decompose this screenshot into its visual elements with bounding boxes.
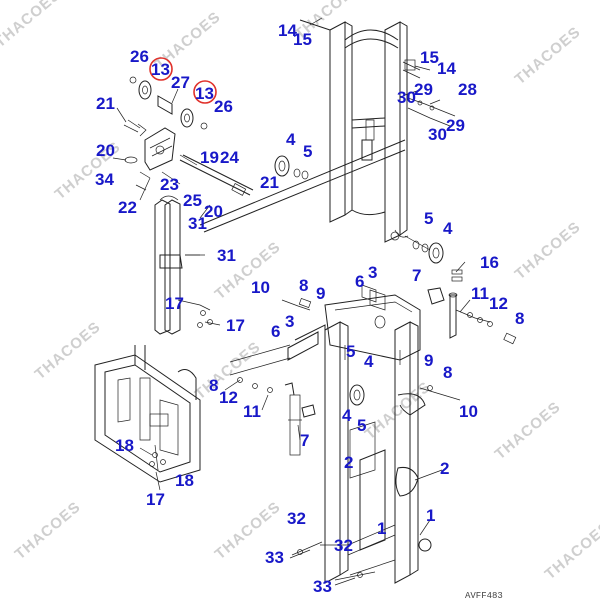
lift-cylinder xyxy=(154,195,213,335)
callout-label: 30 xyxy=(397,88,416,107)
callout-label: 21 xyxy=(96,94,115,113)
watermark: THACOES xyxy=(492,398,564,463)
chain-anchor-assembly xyxy=(123,76,254,196)
callout-label: 17 xyxy=(146,490,165,509)
callout-label: 11 xyxy=(471,284,489,303)
callout-label: 26 xyxy=(130,47,149,66)
inner-mast xyxy=(320,294,432,584)
callout-label: 27 xyxy=(171,73,190,92)
callout-label: 6 xyxy=(271,322,280,341)
callout-label: 10 xyxy=(251,278,270,297)
watermark: THACOES xyxy=(32,318,104,383)
bottom-fasteners xyxy=(291,541,376,581)
watermark: THACOES xyxy=(12,498,84,563)
fork-carriage xyxy=(94,345,201,483)
callout-label: 31 xyxy=(188,214,207,233)
highlight-circle-part-13 xyxy=(193,80,217,104)
callout-label: 29 xyxy=(446,116,465,135)
callout-label: 12 xyxy=(489,294,508,313)
callout-label: 7 xyxy=(412,266,421,285)
mast-crossbar xyxy=(199,139,444,264)
callout-label: 18 xyxy=(115,436,134,455)
callout-label: 2 xyxy=(344,453,353,472)
callout-label: 3 xyxy=(285,312,294,331)
watermark: THACOES xyxy=(512,218,584,283)
highlight-circle-part-13 xyxy=(149,57,173,81)
callout-label: 8 xyxy=(209,376,218,395)
watermark: THACOES xyxy=(0,0,64,51)
callout-label: 28 xyxy=(458,80,477,99)
callout-label: 9 xyxy=(424,351,433,370)
outer-mast xyxy=(299,19,456,243)
callout-label: 4 xyxy=(443,219,453,238)
callout-label: 4 xyxy=(286,130,296,149)
callout-label: 2 xyxy=(440,459,449,478)
callout-label: 18 xyxy=(175,471,194,490)
callout-label: 5 xyxy=(357,416,366,435)
callout-label: 32 xyxy=(334,536,353,555)
callout-label: 11 xyxy=(243,402,261,421)
callout-label: 7 xyxy=(300,431,309,450)
callout-label: 20 xyxy=(204,202,223,221)
callout-label: 20 xyxy=(96,141,115,160)
callout-label: 6 xyxy=(355,272,364,291)
callout-label: 22 xyxy=(118,198,137,217)
callout-label: 15 xyxy=(293,30,312,49)
callout-label: 8 xyxy=(443,363,452,382)
callout-label: 23 xyxy=(160,175,179,194)
callout-label: 32 xyxy=(287,509,306,528)
callout-label: 17 xyxy=(165,294,184,313)
callout-label: 8 xyxy=(515,309,524,328)
callout-label: 4 xyxy=(342,406,352,425)
callout-label: 15 xyxy=(420,48,439,67)
callout-label: 19 xyxy=(200,148,219,167)
callout-labels: 14 15 15 14 26 13 27 13 26 28 30 29 30 2… xyxy=(95,21,524,596)
callout-label: 24 xyxy=(220,148,239,167)
callout-label: 5 xyxy=(303,142,312,161)
watermark: THACOES xyxy=(512,23,584,88)
callout-label: 12 xyxy=(219,388,238,407)
callout-label: 26 xyxy=(214,97,233,116)
callout-label: 31 xyxy=(217,246,236,265)
callout-label: 25 xyxy=(183,191,202,210)
side-roller-assembly xyxy=(419,269,517,401)
callout-label: 17 xyxy=(226,316,245,335)
callout-label: 10 xyxy=(459,402,478,421)
watermark: THACOES xyxy=(362,378,434,443)
callout-label: 14 xyxy=(278,21,297,40)
callout-label: 4 xyxy=(364,352,374,371)
callout-label: 5 xyxy=(424,209,433,228)
callout-label: 34 xyxy=(95,170,114,189)
left-shim-assembly xyxy=(229,284,386,456)
drawing-code: AVFF483 xyxy=(465,591,503,600)
callout-label: 13 xyxy=(151,60,170,79)
highlight-markers xyxy=(149,57,217,104)
callout-label: 9 xyxy=(316,284,325,303)
watermark: THACOES xyxy=(542,518,600,583)
callout-label: 3 xyxy=(368,263,377,282)
callout-label: 14 xyxy=(437,59,456,78)
callout-label: 13 xyxy=(195,84,214,103)
callout-label: 16 xyxy=(480,253,499,272)
leader-lines xyxy=(112,17,471,586)
callout-label: 30 xyxy=(428,125,447,144)
callout-label: 21 xyxy=(260,173,279,192)
callout-label: 8 xyxy=(299,276,308,295)
callout-label: 1 xyxy=(377,519,386,538)
callout-label: 33 xyxy=(313,577,332,596)
callout-label: 33 xyxy=(265,548,284,567)
callout-label: 5 xyxy=(346,342,355,361)
callout-label: 1 xyxy=(426,506,435,525)
callout-label: 29 xyxy=(414,80,433,99)
